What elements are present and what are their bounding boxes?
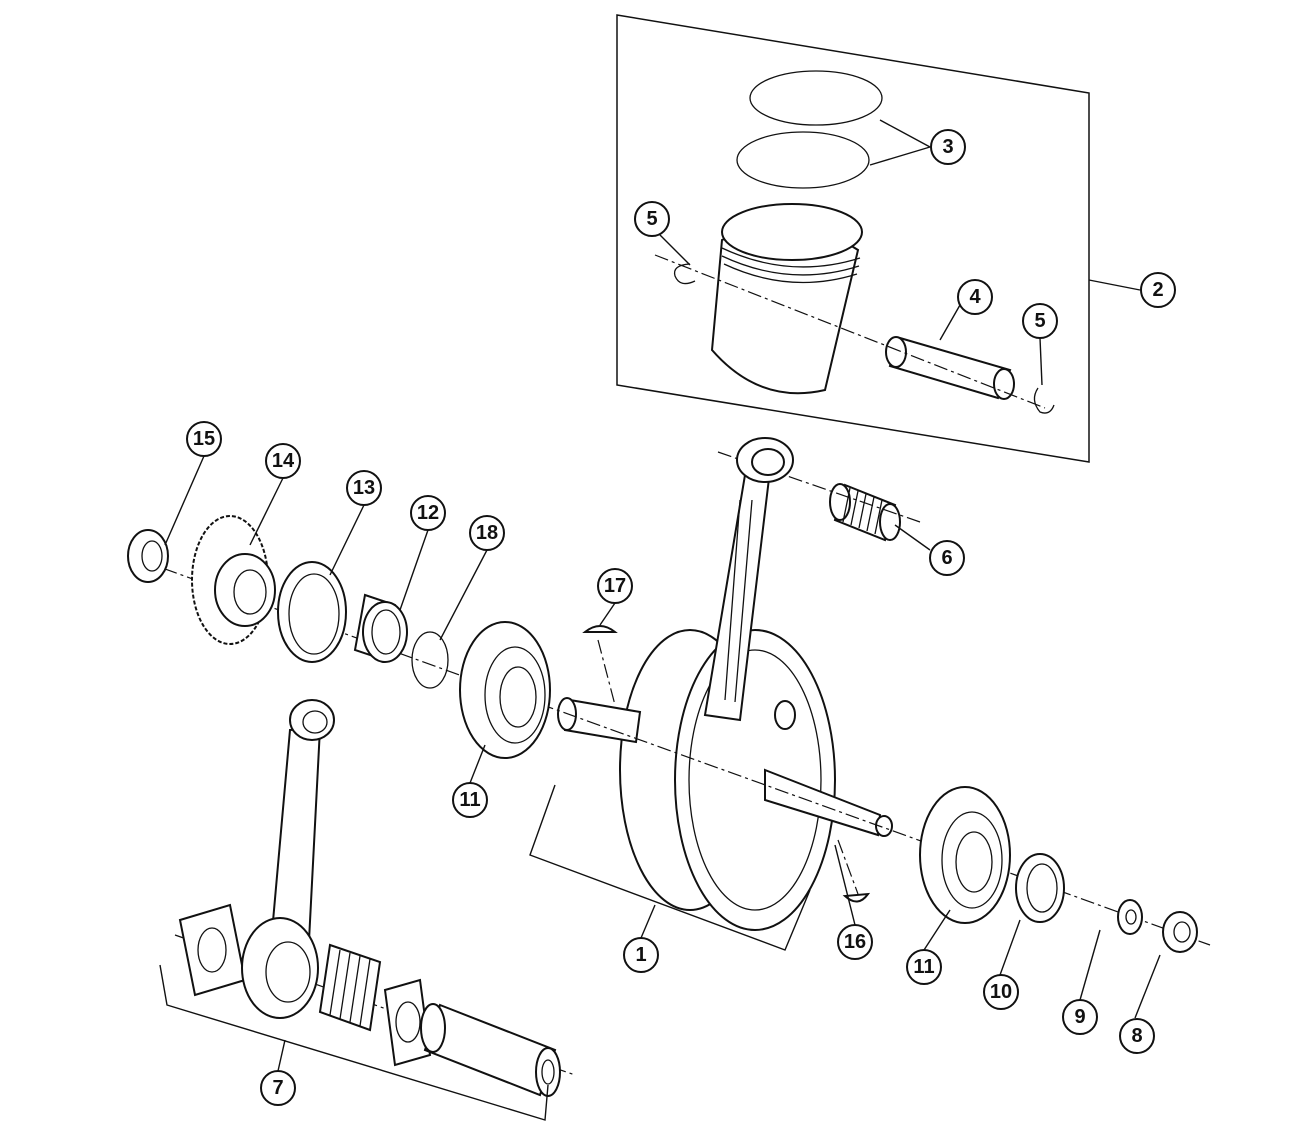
svg-text:11: 11 bbox=[913, 956, 934, 978]
bushing-12 bbox=[353, 593, 408, 663]
main-bearing-left bbox=[459, 621, 551, 759]
callout-17: 17 bbox=[597, 568, 633, 604]
callout-18: 18 bbox=[469, 515, 505, 551]
callout-16: 16 bbox=[837, 924, 873, 960]
svg-text:11: 11 bbox=[459, 789, 480, 811]
svg-text:17: 17 bbox=[604, 575, 626, 597]
callout-13: 13 bbox=[346, 470, 382, 506]
woodruff-key-17 bbox=[582, 625, 618, 633]
svg-text:16: 16 bbox=[844, 931, 866, 953]
piston bbox=[710, 203, 863, 395]
svg-text:3: 3 bbox=[942, 136, 953, 158]
conrod-kit bbox=[159, 699, 576, 1121]
svg-text:10: 10 bbox=[990, 981, 1012, 1003]
callout-10: 10 bbox=[983, 974, 1019, 1010]
nut-15 bbox=[127, 529, 169, 583]
callout-1: 1 bbox=[623, 937, 659, 973]
connecting-rod bbox=[703, 437, 794, 722]
callout-15: 15 bbox=[186, 421, 222, 457]
shim-18 bbox=[411, 631, 449, 689]
callout-11-right: 11 bbox=[906, 949, 942, 985]
nut-8 bbox=[1162, 911, 1198, 953]
svg-text:5: 5 bbox=[646, 208, 657, 230]
svg-text:2: 2 bbox=[1152, 279, 1163, 301]
callout-8: 8 bbox=[1119, 1018, 1155, 1054]
svg-text:18: 18 bbox=[476, 522, 498, 544]
main-bearing-right bbox=[919, 786, 1011, 924]
svg-text:7: 7 bbox=[272, 1077, 283, 1099]
svg-text:9: 9 bbox=[1074, 1006, 1085, 1028]
svg-text:12: 12 bbox=[417, 502, 439, 524]
callouts: 1 2 3 4 5 5 6 7 8 9 10 11 11 12 13 14 15… bbox=[186, 129, 1176, 1106]
svg-text:14: 14 bbox=[272, 450, 295, 472]
seal-13 bbox=[277, 561, 347, 663]
callout-11-left: 11 bbox=[452, 782, 488, 818]
piston-kit-outline bbox=[616, 14, 1090, 463]
piston-rings bbox=[736, 70, 883, 189]
svg-text:8: 8 bbox=[1131, 1025, 1142, 1047]
svg-text:13: 13 bbox=[353, 477, 375, 499]
callout-12: 12 bbox=[410, 495, 446, 531]
callout-6: 6 bbox=[929, 540, 965, 576]
circlip-right bbox=[1033, 387, 1055, 414]
svg-text:1: 1 bbox=[635, 944, 646, 966]
svg-text:4: 4 bbox=[969, 286, 981, 308]
bushing-10 bbox=[1015, 853, 1065, 923]
svg-text:15: 15 bbox=[193, 428, 215, 450]
gear-14 bbox=[191, 515, 276, 645]
svg-text:5: 5 bbox=[1034, 310, 1045, 332]
callout-3: 3 bbox=[930, 129, 966, 165]
callout-5-left: 5 bbox=[634, 201, 670, 237]
callout-4: 4 bbox=[957, 279, 993, 315]
small-end-bearing bbox=[829, 483, 901, 542]
callout-7: 7 bbox=[260, 1070, 296, 1106]
leader-lines bbox=[164, 119, 1161, 1072]
piston-pin bbox=[885, 336, 1015, 400]
svg-text:6: 6 bbox=[941, 547, 952, 569]
callout-9: 9 bbox=[1062, 999, 1098, 1035]
washer-9 bbox=[1117, 899, 1143, 935]
callout-14: 14 bbox=[265, 443, 301, 479]
callout-2: 2 bbox=[1140, 272, 1176, 308]
callout-5-right: 5 bbox=[1022, 303, 1058, 339]
